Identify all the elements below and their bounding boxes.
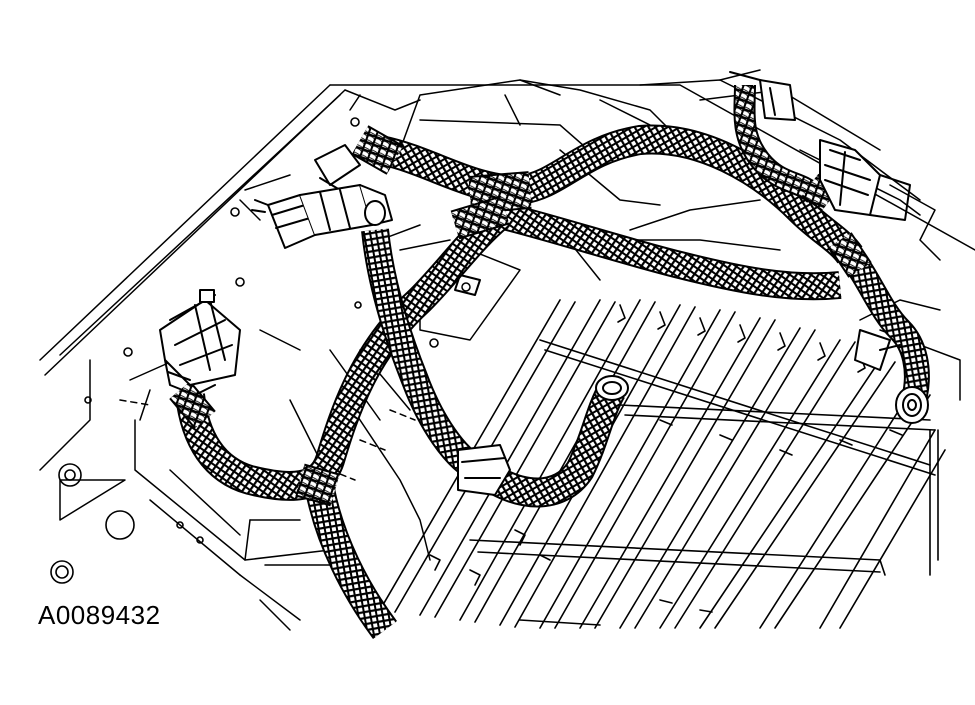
wire-grid-frame [379, 299, 946, 629]
upper-connector [251, 144, 393, 249]
figure-identifier: A0089432 [38, 600, 161, 630]
right-connector [729, 71, 911, 371]
corrugated-conduit [175, 203, 626, 639]
left-connector [159, 289, 241, 396]
mounting-holes [50, 117, 439, 584]
harness-clip [169, 125, 929, 507]
